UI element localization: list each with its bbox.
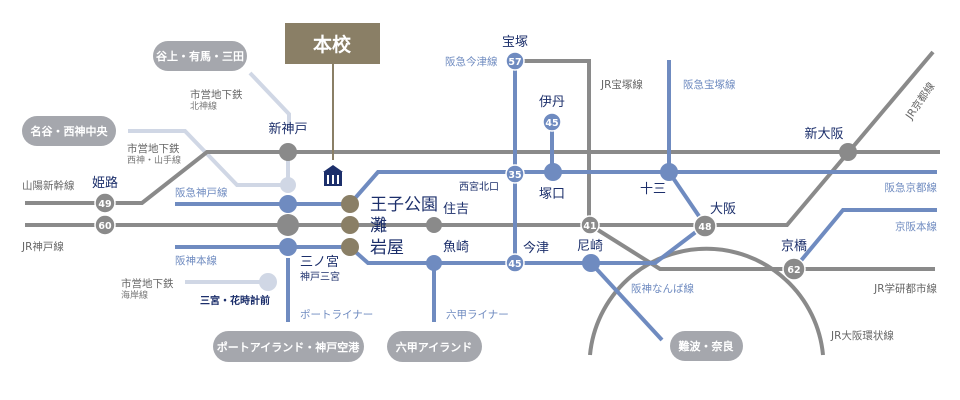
station-number: 49	[98, 199, 111, 210]
stations: 49 60 57 45 35 45 41 48 62	[94, 51, 857, 291]
destination-label: 六甲アイランド	[396, 340, 472, 354]
station-itami[interactable]: 45	[542, 112, 562, 132]
label-hanshin-namba: 阪神なんば線	[631, 282, 694, 295]
label-takarazuka: 宝塚	[502, 35, 528, 50]
school-building-icon	[323, 165, 343, 186]
label-hankyu-kyoto: 阪急京都線	[885, 181, 938, 194]
label-sannomiya: 三ノ宮	[300, 254, 339, 270]
hankyu-kobe-line	[175, 170, 937, 206]
destination-myodani[interactable]: 名谷・西神中央	[22, 116, 116, 146]
label-osaka: 大阪	[710, 202, 736, 217]
label-itami: 伊丹	[539, 95, 565, 110]
destination-label: 難波・奈良	[679, 339, 734, 353]
station-number: 57	[508, 57, 521, 68]
destination-port-island[interactable]: ポートアイランド・神戸空港	[213, 331, 364, 362]
station-subway-sannomiya[interactable]	[280, 177, 296, 193]
station-himeji[interactable]: 49	[94, 192, 116, 214]
label-hokushin-1: 市営地下鉄	[190, 88, 243, 101]
destination-rokko-island[interactable]: 六甲アイランド	[387, 331, 482, 362]
destination-namba-nara[interactable]: 難波・奈良	[670, 331, 743, 361]
station-iwaya[interactable]	[341, 238, 359, 256]
station-shin-osaka[interactable]	[839, 143, 857, 161]
label-juso: 十三	[640, 182, 666, 197]
label-kobe-sannomiya: 神戸三宮	[300, 270, 340, 283]
keihan-line	[792, 208, 937, 271]
station-nada[interactable]	[341, 216, 359, 234]
label-port-liner: ポートライナー	[300, 309, 373, 321]
hokushin-line	[248, 71, 291, 128]
label-uozaki: 魚崎	[443, 240, 469, 255]
label-oji-koen: 王子公園	[370, 195, 438, 215]
station-amagasaki-jr[interactable]: 41	[580, 215, 600, 235]
label-keihan: 京阪本線	[895, 220, 937, 233]
station-hanadoke[interactable]	[259, 273, 277, 291]
station-tsukaguchi[interactable]	[544, 163, 562, 181]
station-oji-koen[interactable]	[341, 195, 359, 213]
label-jr-gakken: JR学研都市線	[873, 282, 937, 295]
label-seishin-1: 市営地下鉄	[127, 142, 180, 155]
school-label: 本校	[313, 33, 352, 56]
station-sumiyoshi[interactable]	[426, 217, 442, 233]
label-jr-takarazuka: JR宝塚線	[600, 78, 643, 91]
station-number: 35	[508, 170, 521, 181]
label-hankyu-kobe: 阪急神戸線	[175, 186, 228, 199]
label-jr-loop: JR大阪環状線	[830, 329, 894, 342]
station-imazu[interactable]: 45	[505, 253, 525, 273]
label-sannomiya-hanadoke: 三宮・花時計前	[200, 294, 270, 307]
station-jr-kobe-60[interactable]: 60	[94, 214, 116, 236]
station-number: 45	[508, 259, 521, 270]
label-hanshin-main: 阪神本線	[175, 254, 217, 267]
label-hankyu-takarazuka: 阪急宝塚線	[683, 78, 736, 91]
label-jr-kobe: JR神戸線	[21, 240, 64, 253]
label-nishinomiya-kitaguchi: 西宮北口	[459, 180, 499, 193]
label-hokushin-2: 北神線	[190, 100, 217, 112]
destination-label: 名谷・西神中央	[31, 124, 109, 138]
hanshin-namba-line	[589, 261, 664, 342]
station-number: 60	[98, 221, 112, 232]
jr-gakken-line	[588, 223, 935, 271]
station-amagasaki[interactable]	[582, 254, 600, 272]
label-kaigan-2: 海岸線	[121, 289, 148, 301]
label-jr-kyoto: JR京都線	[902, 80, 938, 123]
label-imazu: 今津	[523, 240, 549, 256]
station-number: 62	[787, 265, 800, 276]
station-nishinomiya-kitaguchi[interactable]: 35	[505, 164, 525, 184]
destination-label: 谷上・有馬・三田	[156, 49, 244, 63]
jr-loop-line	[588, 246, 825, 356]
label-shin-osaka: 新大阪	[804, 126, 843, 142]
station-hankyu-sannomiya[interactable]	[279, 195, 297, 213]
station-number: 48	[698, 222, 712, 233]
label-iwaya: 岩屋	[370, 238, 404, 258]
seishin-line	[128, 129, 288, 187]
station-kyobashi[interactable]: 62	[782, 257, 806, 281]
label-kyobashi: 京橋	[781, 239, 807, 254]
hanshin-main-line	[175, 223, 707, 265]
station-kobe-sannomiya[interactable]	[279, 238, 297, 256]
jr-kobe-line	[25, 50, 935, 227]
station-number: 45	[545, 118, 558, 129]
label-amagasaki: 尼崎	[577, 239, 603, 254]
station-takarazuka[interactable]: 57	[505, 51, 525, 71]
school-box[interactable]	[285, 23, 380, 64]
label-nada: 灘	[370, 216, 387, 236]
label-kaigan-1: 市営地下鉄	[121, 277, 174, 290]
label-rokko-liner: 六甲ライナー	[446, 309, 509, 321]
station-sannomiya[interactable]	[277, 214, 299, 236]
label-hankyu-imazu: 阪急今津線	[445, 55, 498, 68]
label-shin-kobe: 新神戸	[268, 121, 307, 137]
label-seishin-2: 西神・山手線	[127, 154, 181, 166]
destination-label: ポートアイランド・神戸空港	[217, 340, 360, 354]
station-shin-kobe[interactable]	[279, 143, 297, 161]
destination-tanigami[interactable]: 谷上・有馬・三田	[153, 41, 247, 71]
station-uozaki[interactable]	[426, 255, 442, 271]
label-tsukaguchi: 塚口	[539, 187, 565, 202]
station-juso[interactable]	[660, 163, 678, 181]
station-osaka[interactable]: 48	[693, 214, 717, 238]
sanyo-shinkansen-line	[25, 150, 940, 205]
label-sumiyoshi: 住吉	[443, 202, 469, 217]
station-number: 41	[583, 221, 596, 232]
label-sanyo-shinkansen: 山陽新幹線	[22, 179, 75, 192]
label-himeji: 姫路	[92, 175, 118, 191]
